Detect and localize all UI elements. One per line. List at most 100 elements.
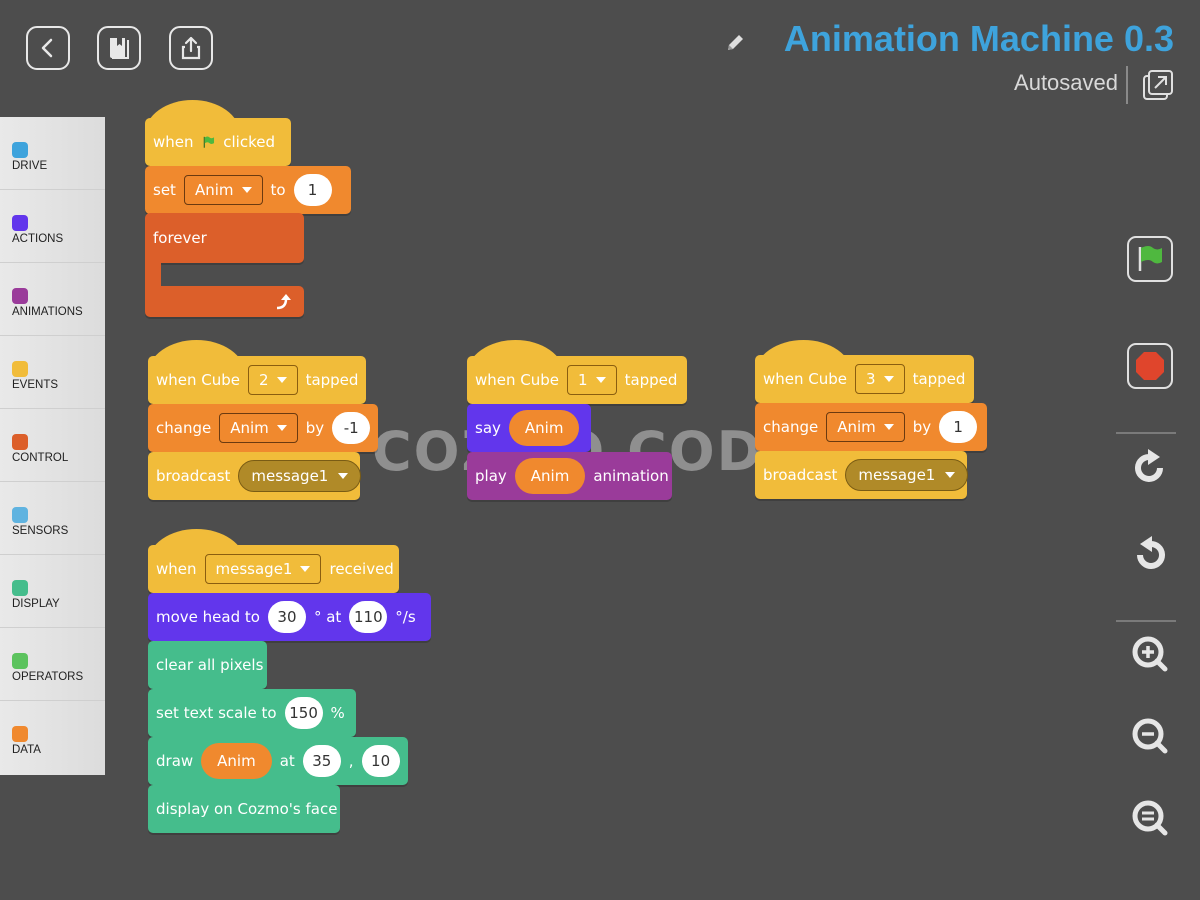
message-dropdown[interactable]: message1 <box>845 459 969 491</box>
set-text-scale-block[interactable]: set text scale to 150 % <box>148 689 356 737</box>
category-control[interactable]: CONTROL <box>0 409 105 482</box>
when-cube-tapped-block[interactable]: when Cube 3 tapped <box>755 355 974 403</box>
block-text: animation <box>593 467 669 485</box>
x-input[interactable]: 35 <box>302 745 341 777</box>
block-text: when Cube <box>475 371 560 389</box>
green-flag-button[interactable] <box>1127 236 1173 282</box>
category-sensors[interactable]: SENSORS <box>0 482 105 555</box>
value-input[interactable]: -1 <box>332 412 371 444</box>
variable-reporter[interactable]: Anim <box>514 458 586 494</box>
when-cube-tapped-block[interactable]: when Cube 1 tapped <box>467 356 687 404</box>
variable-dropdown[interactable]: Anim <box>826 412 905 442</box>
block-text: by <box>912 418 932 436</box>
change-variable-block[interactable]: change Anim by -1 <box>148 404 378 452</box>
when-message-received-block[interactable]: when message1 received <box>148 545 399 593</box>
variable-dropdown[interactable]: Anim <box>183 175 263 205</box>
zoom-in-button[interactable] <box>1127 631 1173 677</box>
dropdown-value: message1 <box>858 466 936 484</box>
set-variable-block[interactable]: set Anim to 1 <box>145 166 351 214</box>
draw-text-block[interactable]: draw Anim at 35 , 10 <box>148 737 408 785</box>
block-text: tapped <box>912 370 966 388</box>
book-icon <box>110 38 129 59</box>
category-label: DRIVE <box>12 160 48 172</box>
block-text: when Cube <box>763 370 848 388</box>
block-text: tapped <box>305 371 359 389</box>
category-animations[interactable]: ANIMATIONS <box>0 263 105 336</box>
y-input[interactable]: 10 <box>361 745 400 777</box>
block-text: tapped <box>624 371 678 389</box>
broadcast-block[interactable]: broadcast message1 <box>148 452 362 500</box>
edit-title-icon[interactable] <box>724 32 746 54</box>
stop-button[interactable] <box>1127 343 1173 389</box>
block-text: play <box>475 467 507 485</box>
share-button[interactable] <box>169 26 213 70</box>
message-dropdown[interactable]: message1 <box>238 460 362 492</box>
category-events[interactable]: EVENTS <box>0 336 105 409</box>
project-title[interactable]: Animation Machine 0.3 <box>783 18 1174 59</box>
say-block[interactable]: say Anim <box>467 404 591 452</box>
back-button[interactable] <box>26 26 70 70</box>
category-actions[interactable]: ACTIONS <box>0 190 105 263</box>
scale-input[interactable]: 150 <box>284 697 323 729</box>
variable-reporter[interactable]: Anim <box>508 410 580 446</box>
data-color-swatch <box>12 726 28 742</box>
block-text: move head to <box>156 608 260 626</box>
variable-reporter[interactable]: Anim <box>201 743 272 779</box>
value-input[interactable]: 1 <box>939 411 978 443</box>
when-flag-clicked-block[interactable]: when clicked <box>145 118 291 166</box>
divider <box>1116 620 1176 622</box>
message-dropdown[interactable]: message1 <box>204 554 322 584</box>
block-text: by <box>305 419 325 437</box>
chevron-down-icon <box>883 376 894 382</box>
forever-block[interactable]: forever <box>145 213 304 263</box>
redo-button[interactable] <box>1127 445 1173 491</box>
when-cube-tapped-block[interactable]: when Cube 2 tapped <box>148 356 366 404</box>
dropdown-value: 1 <box>578 371 588 389</box>
sensors-color-swatch <box>12 507 28 523</box>
category-label: EVENTS <box>12 379 59 391</box>
category-display[interactable]: DISPLAY <box>0 555 105 628</box>
zoom-reset-button[interactable] <box>1127 795 1173 841</box>
green-flag-icon <box>203 136 214 148</box>
zoom-out-button[interactable] <box>1127 713 1173 759</box>
speed-input[interactable]: 110 <box>349 601 388 633</box>
category-label: DATA <box>12 744 41 756</box>
cube-dropdown[interactable]: 3 <box>855 364 905 394</box>
green-flag-icon <box>1138 246 1162 271</box>
play-animation-block[interactable]: play Anim animation <box>467 452 672 500</box>
block-text: draw <box>156 752 194 770</box>
category-data[interactable]: DATA <box>0 701 105 774</box>
clear-pixels-block[interactable]: clear all pixels <box>148 641 267 689</box>
dropdown-value: Anim <box>837 418 876 436</box>
block-text: when Cube <box>156 371 241 389</box>
animations-color-swatch <box>12 288 28 304</box>
dropdown-value: 2 <box>259 371 269 389</box>
category-operators[interactable]: OPERATORS <box>0 628 105 701</box>
block-text: °/s <box>395 608 416 626</box>
move-head-block[interactable]: move head to 30 ° at 110 °/s <box>148 593 431 641</box>
block-text: at <box>279 752 295 770</box>
broadcast-block[interactable]: broadcast message1 <box>755 451 969 499</box>
library-button[interactable] <box>97 26 141 70</box>
angle-input[interactable]: 30 <box>267 601 306 633</box>
block-text: set <box>153 181 176 199</box>
block-text: to <box>270 181 286 199</box>
undo-button[interactable] <box>1127 532 1173 578</box>
dropdown-value: Anim <box>230 419 269 437</box>
value-input[interactable]: 1 <box>293 174 332 206</box>
cube-dropdown[interactable]: 2 <box>248 365 298 395</box>
popout-icon[interactable] <box>1141 68 1175 102</box>
chevron-down-icon <box>276 377 287 383</box>
forever-arm <box>145 262 161 288</box>
category-drive[interactable]: DRIVE <box>0 117 105 190</box>
drive-color-swatch <box>12 142 28 158</box>
forever-footer <box>145 286 304 317</box>
category-label: OPERATORS <box>12 671 84 683</box>
variable-dropdown[interactable]: Anim <box>219 413 298 443</box>
block-text: forever <box>153 229 207 247</box>
category-label: DISPLAY <box>12 598 60 610</box>
change-variable-block[interactable]: change Anim by 1 <box>755 403 987 451</box>
divider <box>1116 432 1176 434</box>
display-face-block[interactable]: display on Cozmo's face <box>148 785 340 833</box>
cube-dropdown[interactable]: 1 <box>567 365 617 395</box>
